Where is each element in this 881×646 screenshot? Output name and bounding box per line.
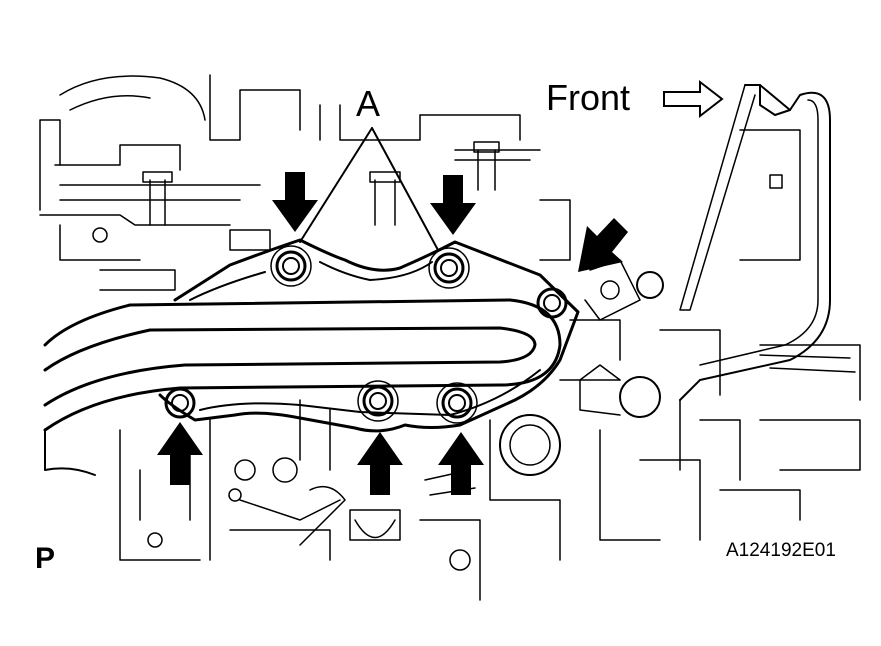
arrow-up-icon bbox=[157, 422, 203, 485]
label-a-leaders bbox=[299, 127, 439, 251]
figure-code: A124192E01 bbox=[726, 540, 836, 561]
bolt-top-left bbox=[270, 245, 312, 287]
bolt-right bbox=[536, 287, 568, 319]
bolt-bottom-left bbox=[164, 387, 196, 419]
arrow-up-icon bbox=[438, 432, 484, 495]
bolt-top-right bbox=[428, 247, 470, 289]
bolt-bottom-middle bbox=[357, 380, 399, 422]
engine-background-lines bbox=[39, 74, 861, 601]
bolt-arrows bbox=[157, 172, 628, 495]
arrow-down-left-icon bbox=[578, 218, 628, 272]
front-direction-label: Front bbox=[546, 77, 631, 118]
bolt-bottom-right bbox=[436, 382, 478, 424]
bolts bbox=[164, 245, 568, 424]
arrow-up-icon bbox=[357, 432, 403, 495]
view-label: P bbox=[35, 542, 56, 575]
outline-arrow-right-icon bbox=[663, 79, 724, 119]
cover-plate bbox=[158, 238, 580, 433]
callout-label-a: A bbox=[356, 83, 381, 124]
arrow-down-icon bbox=[272, 172, 318, 232]
arrow-down-icon bbox=[430, 175, 476, 235]
coolant-hose bbox=[43, 298, 562, 476]
